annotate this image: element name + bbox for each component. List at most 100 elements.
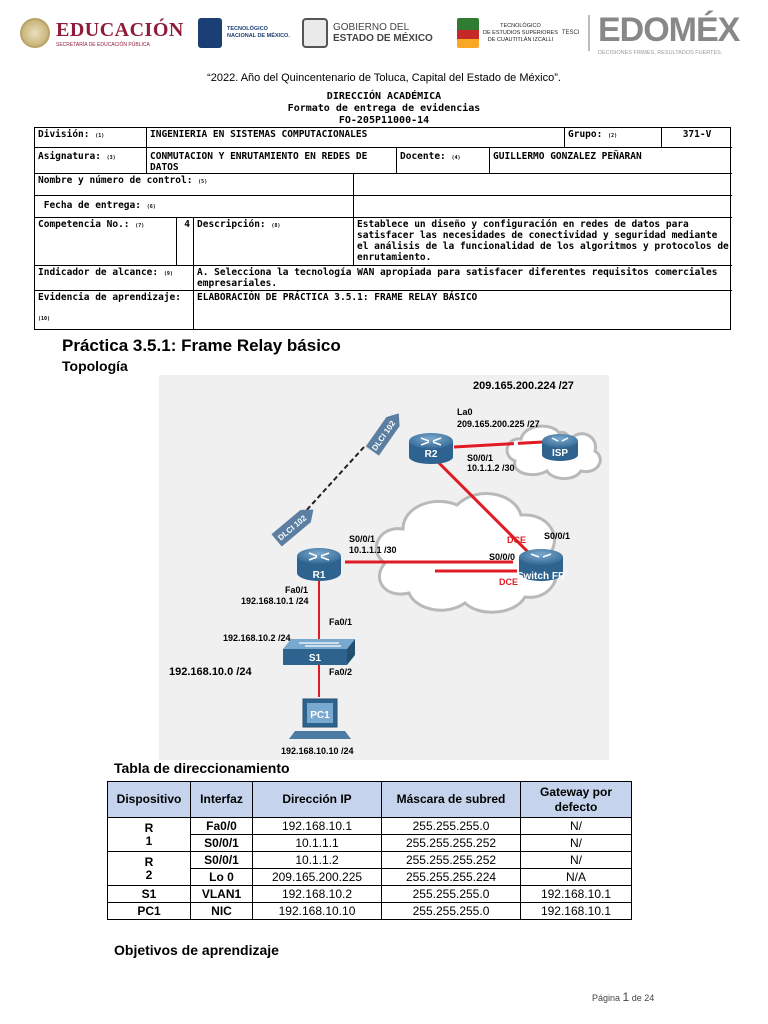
grupo-label: Grupo: bbox=[568, 129, 603, 140]
direccion-line2: Formato de entrega de evidencias bbox=[287, 103, 481, 114]
ip-cell: 192.168.10.1 bbox=[252, 817, 382, 835]
s1-ip-label: 192.168.10.2 /24 bbox=[223, 633, 291, 643]
gw-cell: N/A bbox=[520, 868, 632, 886]
mask-cell: 255.255.255.0 bbox=[381, 817, 521, 835]
indicador-label-cell: Indicador de alcance: (9) bbox=[35, 266, 194, 291]
page-footer: Página 1 de 24 bbox=[592, 990, 654, 1004]
evidencia-label: Evidencia de aprendizaje: bbox=[38, 292, 181, 303]
r2-switch-link bbox=[433, 457, 535, 559]
grupo-value: 371-V bbox=[662, 128, 732, 148]
s1-label: S1 bbox=[309, 653, 322, 664]
table-header-row: Dispositivo Interfaz Dirección IP Máscar… bbox=[107, 781, 632, 818]
edomex-wordmark: EDOMÉX bbox=[598, 10, 740, 49]
asignatura-label: Asignatura: bbox=[38, 151, 101, 162]
mask-cell: 255.255.255.0 bbox=[381, 885, 521, 903]
tesci-line3: DE CUAUTITLÁN IZCALLI bbox=[487, 36, 554, 43]
docente-label: Docente: bbox=[400, 151, 446, 162]
topology-heading: Topología bbox=[62, 358, 128, 374]
docente-num: (4) bbox=[451, 155, 461, 161]
r1-s001-ip-label: 10.1.1.1 /30 bbox=[349, 545, 397, 555]
ip-cell: 10.1.1.2 bbox=[252, 851, 382, 869]
device-s1: S1 bbox=[107, 885, 191, 903]
gw-cell: N/ bbox=[520, 834, 632, 852]
r2-s001-ip-label: 10.1.1.2 /30 bbox=[467, 463, 515, 473]
grupo-label-cell: Grupo: (2) bbox=[565, 128, 662, 148]
edomex-subtitle: DECISIONES FIRMES, RESULTADOS FUERTES. bbox=[598, 49, 723, 56]
col-interfaz: Interfaz bbox=[190, 781, 253, 818]
footer-pagina: Página bbox=[592, 993, 621, 1003]
mask-cell: 255.255.255.0 bbox=[381, 902, 521, 920]
indicador-label: Indicador de alcance: bbox=[38, 267, 159, 278]
tesci-line2: DE ESTUDIOS SUPERIORES bbox=[483, 29, 558, 36]
competencia-num: (7) bbox=[135, 223, 145, 229]
tecnm-line2: NACIONAL DE MÉXICO. bbox=[227, 33, 290, 39]
footer-total: de 24 bbox=[631, 993, 655, 1003]
frame-relay-cloud bbox=[374, 492, 559, 614]
asignatura-label-cell: Asignatura: (3) bbox=[35, 148, 147, 174]
motto: “2022. Año del Quincentenario de Toluca,… bbox=[207, 72, 561, 84]
r1-fa01-label: Fa0/1 bbox=[285, 585, 308, 595]
nombre-label: Nombre y número de control: bbox=[38, 175, 193, 186]
docente-value: GUILLERMO GONZALEZ PEÑARAN bbox=[490, 148, 732, 174]
s001-sw-label: S0/0/1 bbox=[544, 531, 570, 541]
gobierno-line1: GOBIERNO DEL bbox=[333, 22, 410, 33]
r1-s001-label: S0/0/1 bbox=[349, 534, 375, 544]
division-value: INGENIERIA EN SISTEMAS COMPUTACIONALES bbox=[147, 128, 565, 148]
tesci-emblem-icon bbox=[457, 18, 479, 48]
iface-cell: S0/0/1 bbox=[190, 851, 253, 869]
iface-cell: Lo 0 bbox=[190, 868, 253, 886]
gobierno-emblem-icon bbox=[302, 18, 328, 48]
fecha-field[interactable] bbox=[354, 196, 732, 218]
indicador-value: A. Selecciona la tecnología WAN apropiad… bbox=[194, 266, 732, 291]
evidencia-value: ELABORACIÓN DE PRÁCTICA 3.5.1: FRAME REL… bbox=[197, 292, 478, 303]
objectives-heading: Objetivos de aprendizaje bbox=[114, 942, 279, 958]
tesci-logo: TECNOLÓGICO DE ESTUDIOS SUPERIORES DE CU… bbox=[457, 12, 580, 54]
pc1-computer-icon bbox=[289, 698, 351, 739]
s1-fa02-label: Fa0/2 bbox=[329, 667, 352, 677]
descripcion-value: Establece un diseño y configuración en r… bbox=[354, 218, 732, 266]
competencia-label: Competencia No.: bbox=[38, 219, 130, 230]
gobierno-line2: ESTADO DE MÉXICO bbox=[333, 33, 433, 44]
competencia-value: 4 bbox=[177, 218, 194, 266]
r2-s001-label: S0/0/1 bbox=[467, 453, 493, 463]
educacion-wordmark: EDUCACIÓN bbox=[56, 18, 184, 41]
descripcion-num: (8) bbox=[271, 223, 281, 229]
competencia-label-cell: Competencia No.: (7) bbox=[35, 218, 177, 266]
nombre-num: (5) bbox=[198, 179, 208, 185]
direccion-line1: DIRECCIÓN ACADÉMICA bbox=[326, 91, 442, 102]
division-label-cell: División: (1) bbox=[35, 128, 147, 148]
isp-label: ISP bbox=[552, 448, 568, 459]
ip-cell: 209.165.200.225 bbox=[252, 868, 382, 886]
ip-cell: 192.168.10.10 bbox=[252, 902, 382, 920]
device-r1: R 1 bbox=[107, 817, 191, 852]
edomex-logo: EDOMÉX DECISIONES FIRMES, RESULTADOS FUE… bbox=[588, 10, 740, 56]
gw-cell: 192.168.10.1 bbox=[520, 885, 632, 903]
mask-cell: 255.255.255.224 bbox=[381, 868, 521, 886]
dlci-bottom-arrow: DLCI 102 bbox=[271, 509, 314, 547]
addressing-table: Dispositivo Interfaz Dirección IP Máscar… bbox=[107, 781, 632, 920]
col-gateway: Gateway por defecto bbox=[520, 781, 632, 818]
edomex-separator bbox=[588, 15, 590, 51]
ip-cell: 192.168.10.2 bbox=[252, 885, 382, 903]
nombre-field[interactable] bbox=[354, 174, 732, 196]
switch-fr-label: Switch FR bbox=[517, 571, 566, 582]
switch-fr-icon bbox=[519, 549, 563, 581]
gw-cell: N/ bbox=[520, 817, 632, 835]
lan-label: 192.168.10.0 /24 bbox=[169, 666, 252, 678]
tecnm-logo: TECNOLÓGICO NACIONAL DE MÉXICO. bbox=[198, 12, 290, 54]
r2-router-icon bbox=[409, 433, 453, 464]
practice-title: Práctica 3.5.1: Frame Relay básico bbox=[62, 336, 341, 355]
grupo-num: (2) bbox=[608, 133, 618, 139]
s1-switch-icon bbox=[283, 639, 355, 665]
seal-icon bbox=[20, 18, 50, 48]
col-direccion-ip: Dirección IP bbox=[252, 781, 382, 818]
addressing-table-heading: Tabla de direccionamiento bbox=[114, 760, 290, 776]
fecha-num: (6) bbox=[146, 204, 156, 210]
gobierno-logo: GOBIERNO DEL ESTADO DE MÉXICO bbox=[302, 12, 433, 54]
table-row: R 2 S0/0/1 10.1.1.2 255.255.255.252 N/ bbox=[107, 851, 632, 886]
topology-diagram: DLCI 102 DLCI 102 R2 ISP R1 bbox=[159, 375, 609, 760]
educacion-subtitle: SECRETARÍA DE EDUCACIÓN PÚBLICA bbox=[56, 41, 150, 48]
evidencia-num: (10) bbox=[38, 316, 51, 322]
dlci-dashed-line bbox=[303, 446, 365, 514]
asignatura-num: (3) bbox=[106, 155, 116, 161]
